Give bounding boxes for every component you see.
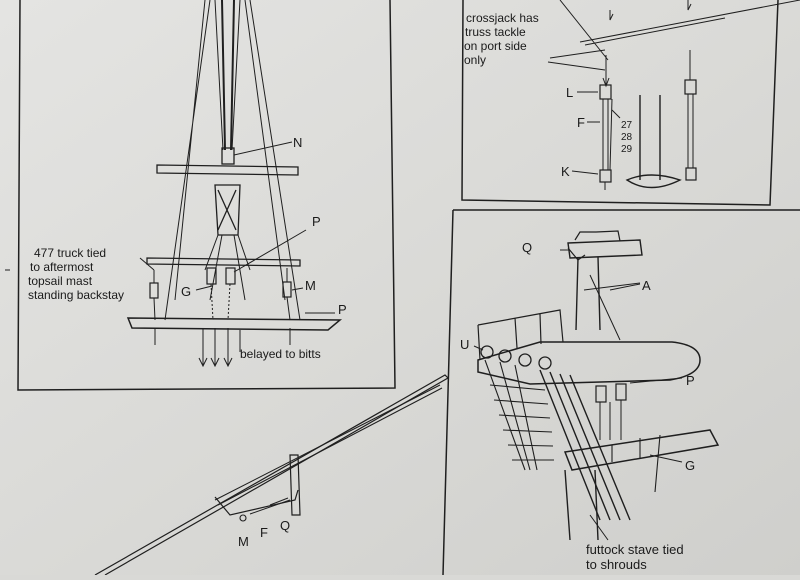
truck-note-line-3: topsail mast <box>28 274 93 288</box>
label-M: M <box>305 278 316 293</box>
label-G-lower: G <box>685 458 695 473</box>
label-K: K <box>561 164 570 179</box>
number-28: 28 <box>621 132 633 143</box>
number-29: 29 <box>621 144 633 155</box>
crossjack-note-line-1: crossjack has <box>466 11 539 25</box>
label-M-bottom: M <box>238 534 249 549</box>
label-L: L <box>566 85 573 100</box>
crossjack-note-line-3: on port side <box>464 39 527 53</box>
crossjack-note-line-2: truss tackle <box>465 25 526 39</box>
label-P-upper: P <box>312 214 321 229</box>
truck-note-line-4: standing backstay <box>28 288 124 302</box>
panel-truss-tackle <box>461 0 800 206</box>
number-27: 27 <box>621 120 633 131</box>
panel-boom-detail <box>94 374 449 576</box>
label-Q-top: Q <box>522 240 532 255</box>
label-F-bottom: F <box>260 525 268 540</box>
label-P-lower: P <box>338 302 347 317</box>
label-N: N <box>293 135 302 150</box>
futtock-note-line-2: to shrouds <box>586 557 647 572</box>
label-U: U <box>460 337 469 352</box>
label-G: G <box>181 284 191 299</box>
panel-fighting-top <box>442 209 800 576</box>
label-Q-bottom: Q <box>280 518 290 533</box>
label-F: F <box>577 115 585 130</box>
crossjack-note-line-4: only <box>464 53 486 67</box>
label-P: P <box>686 373 695 388</box>
panel-mast-top <box>5 0 396 391</box>
belayed-note: belayed to bitts <box>240 347 321 361</box>
futtock-note-line-1: futtock stave tied <box>586 542 684 557</box>
label-A: A <box>642 278 651 293</box>
truck-note-line-1: 477 truck tied <box>34 246 106 260</box>
truck-note-line-2: to aftermost <box>30 260 94 274</box>
